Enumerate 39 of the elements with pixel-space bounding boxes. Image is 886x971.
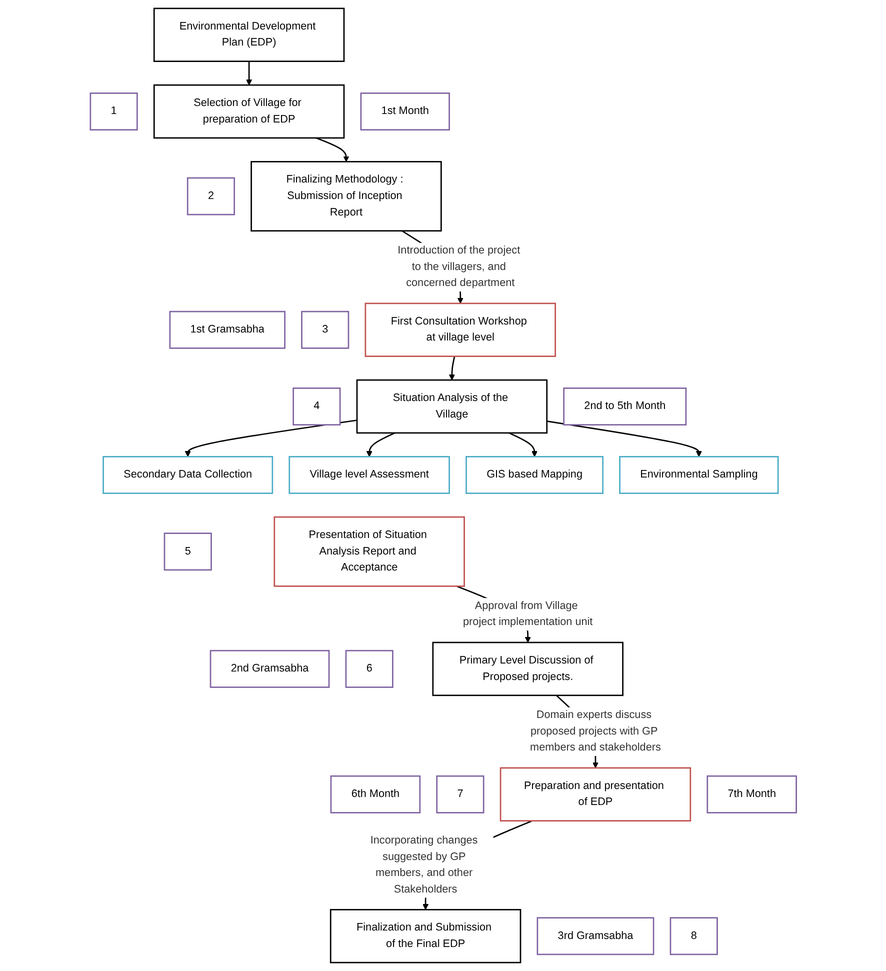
node-box: 6th Month — [330, 775, 420, 814]
node-box: Selection of Village for preparation of EDP — [153, 84, 344, 139]
node-box: 7th Month — [706, 775, 797, 814]
node-box: 3rd Gramsabha — [536, 917, 654, 956]
node-box: 8 — [669, 917, 718, 956]
node-box: Finalizing Methodology : Submission of Inception Report — [250, 161, 442, 232]
arrow — [184, 420, 357, 457]
node-box: 5 — [163, 532, 212, 571]
arrow — [546, 420, 702, 457]
node-box: First Consultation Workshop at village level — [364, 302, 556, 357]
edge-label: Introduction of the project to the villagers, and concerned department — [397, 244, 520, 289]
node-box: Secondary Data Collection — [102, 456, 273, 494]
node-box: Environmental Development Plan (EDP) — [153, 8, 344, 62]
node-box: Presentation of Situation Analysis Report and Acceptance — [273, 516, 465, 587]
node-box: Primary Level Discussion of Proposed projects. — [432, 642, 624, 696]
edge-label: Domain experts discuss proposed projects with GP members and stakeholders — [530, 709, 661, 754]
arrow — [246, 61, 252, 86]
node-box: GIS based Mapping — [465, 456, 604, 494]
node-box: 1 — [89, 92, 138, 130]
arrow — [366, 432, 395, 457]
node-box: 6 — [344, 650, 393, 688]
node-box: 4 — [292, 388, 340, 426]
arrow — [316, 137, 349, 162]
edge-label: Incorporating changes suggested by GP members, and other Stakeholders — [370, 834, 478, 896]
arrow — [448, 356, 455, 380]
node-box: 1st Gramsabha — [168, 310, 286, 349]
node-box: 2nd to 5th Month — [562, 388, 686, 426]
node-box: Village level Assessment — [288, 456, 450, 494]
node-box: Preparation and presentation of EDP — [500, 767, 691, 822]
node-box: 2 — [186, 177, 235, 216]
node-box: Environmental Sampling — [618, 456, 778, 494]
node-box: 7 — [436, 775, 484, 814]
arrow — [508, 432, 538, 457]
node-box: 1st Month — [360, 92, 450, 130]
node-box: Finalization and Submission of the Final EDP — [330, 908, 521, 964]
node-box: Situation Analysis of the Village — [356, 379, 548, 434]
edge-label: Approval from Village project implementation unit — [462, 600, 592, 628]
node-box: 3 — [300, 310, 349, 349]
node-box: 2nd Gramsabha — [209, 650, 330, 688]
